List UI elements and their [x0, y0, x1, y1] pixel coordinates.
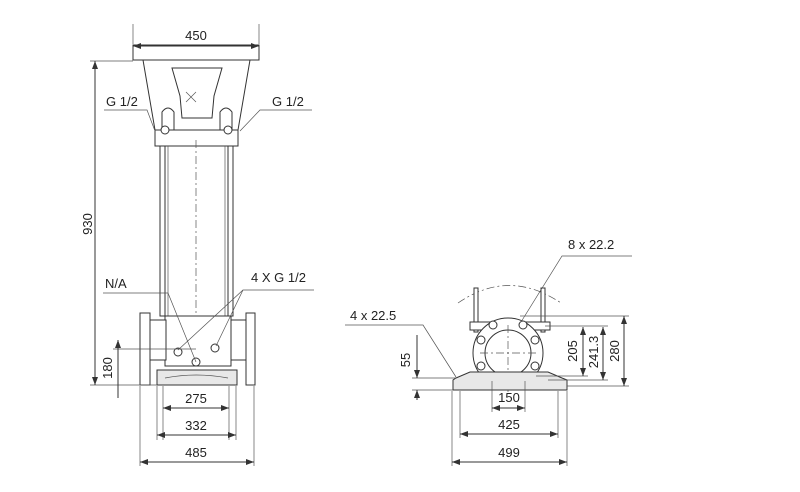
dim-332: 332 [185, 418, 207, 433]
pump-front-outline [132, 44, 260, 386]
side-dimensions: 55 205 241.3 280 150 425 499 [398, 315, 629, 466]
front-callouts: G 1/2 G 1/2 N/A 4 X G 1/2 [103, 94, 314, 363]
dim-425: 425 [498, 417, 520, 432]
dim-450: 450 [185, 28, 207, 43]
dim-499: 499 [498, 445, 520, 460]
label-drain: N/A [105, 276, 127, 291]
dim-205: 205 [565, 340, 580, 362]
label-vent-right: G 1/2 [272, 94, 304, 109]
dim-280: 280 [607, 340, 622, 362]
dim-485: 485 [185, 445, 207, 460]
dim-55: 55 [398, 353, 413, 367]
label-foot-holes: 4 x 22.5 [350, 308, 396, 323]
dim-275: 275 [185, 391, 207, 406]
side-view: 55 205 241.3 280 150 425 499 4 x 22.5 [345, 237, 632, 466]
dim-241-3: 241.3 [586, 336, 601, 369]
side-callouts: 4 x 22.5 8 x 22.2 [345, 237, 632, 378]
front-dimensions: 450 930 180 275 332 485 [80, 24, 260, 466]
pump-side-outline [452, 285, 568, 392]
front-view: 450 930 180 275 332 485 G 1/2 G 1/2 N/A … [80, 24, 314, 466]
dim-180: 180 [100, 357, 115, 379]
label-ports: 4 X G 1/2 [251, 270, 306, 285]
dim-150: 150 [498, 390, 520, 405]
dim-930: 930 [80, 213, 95, 235]
label-vent-left: G 1/2 [106, 94, 138, 109]
label-flange-holes: 8 x 22.2 [568, 237, 614, 252]
